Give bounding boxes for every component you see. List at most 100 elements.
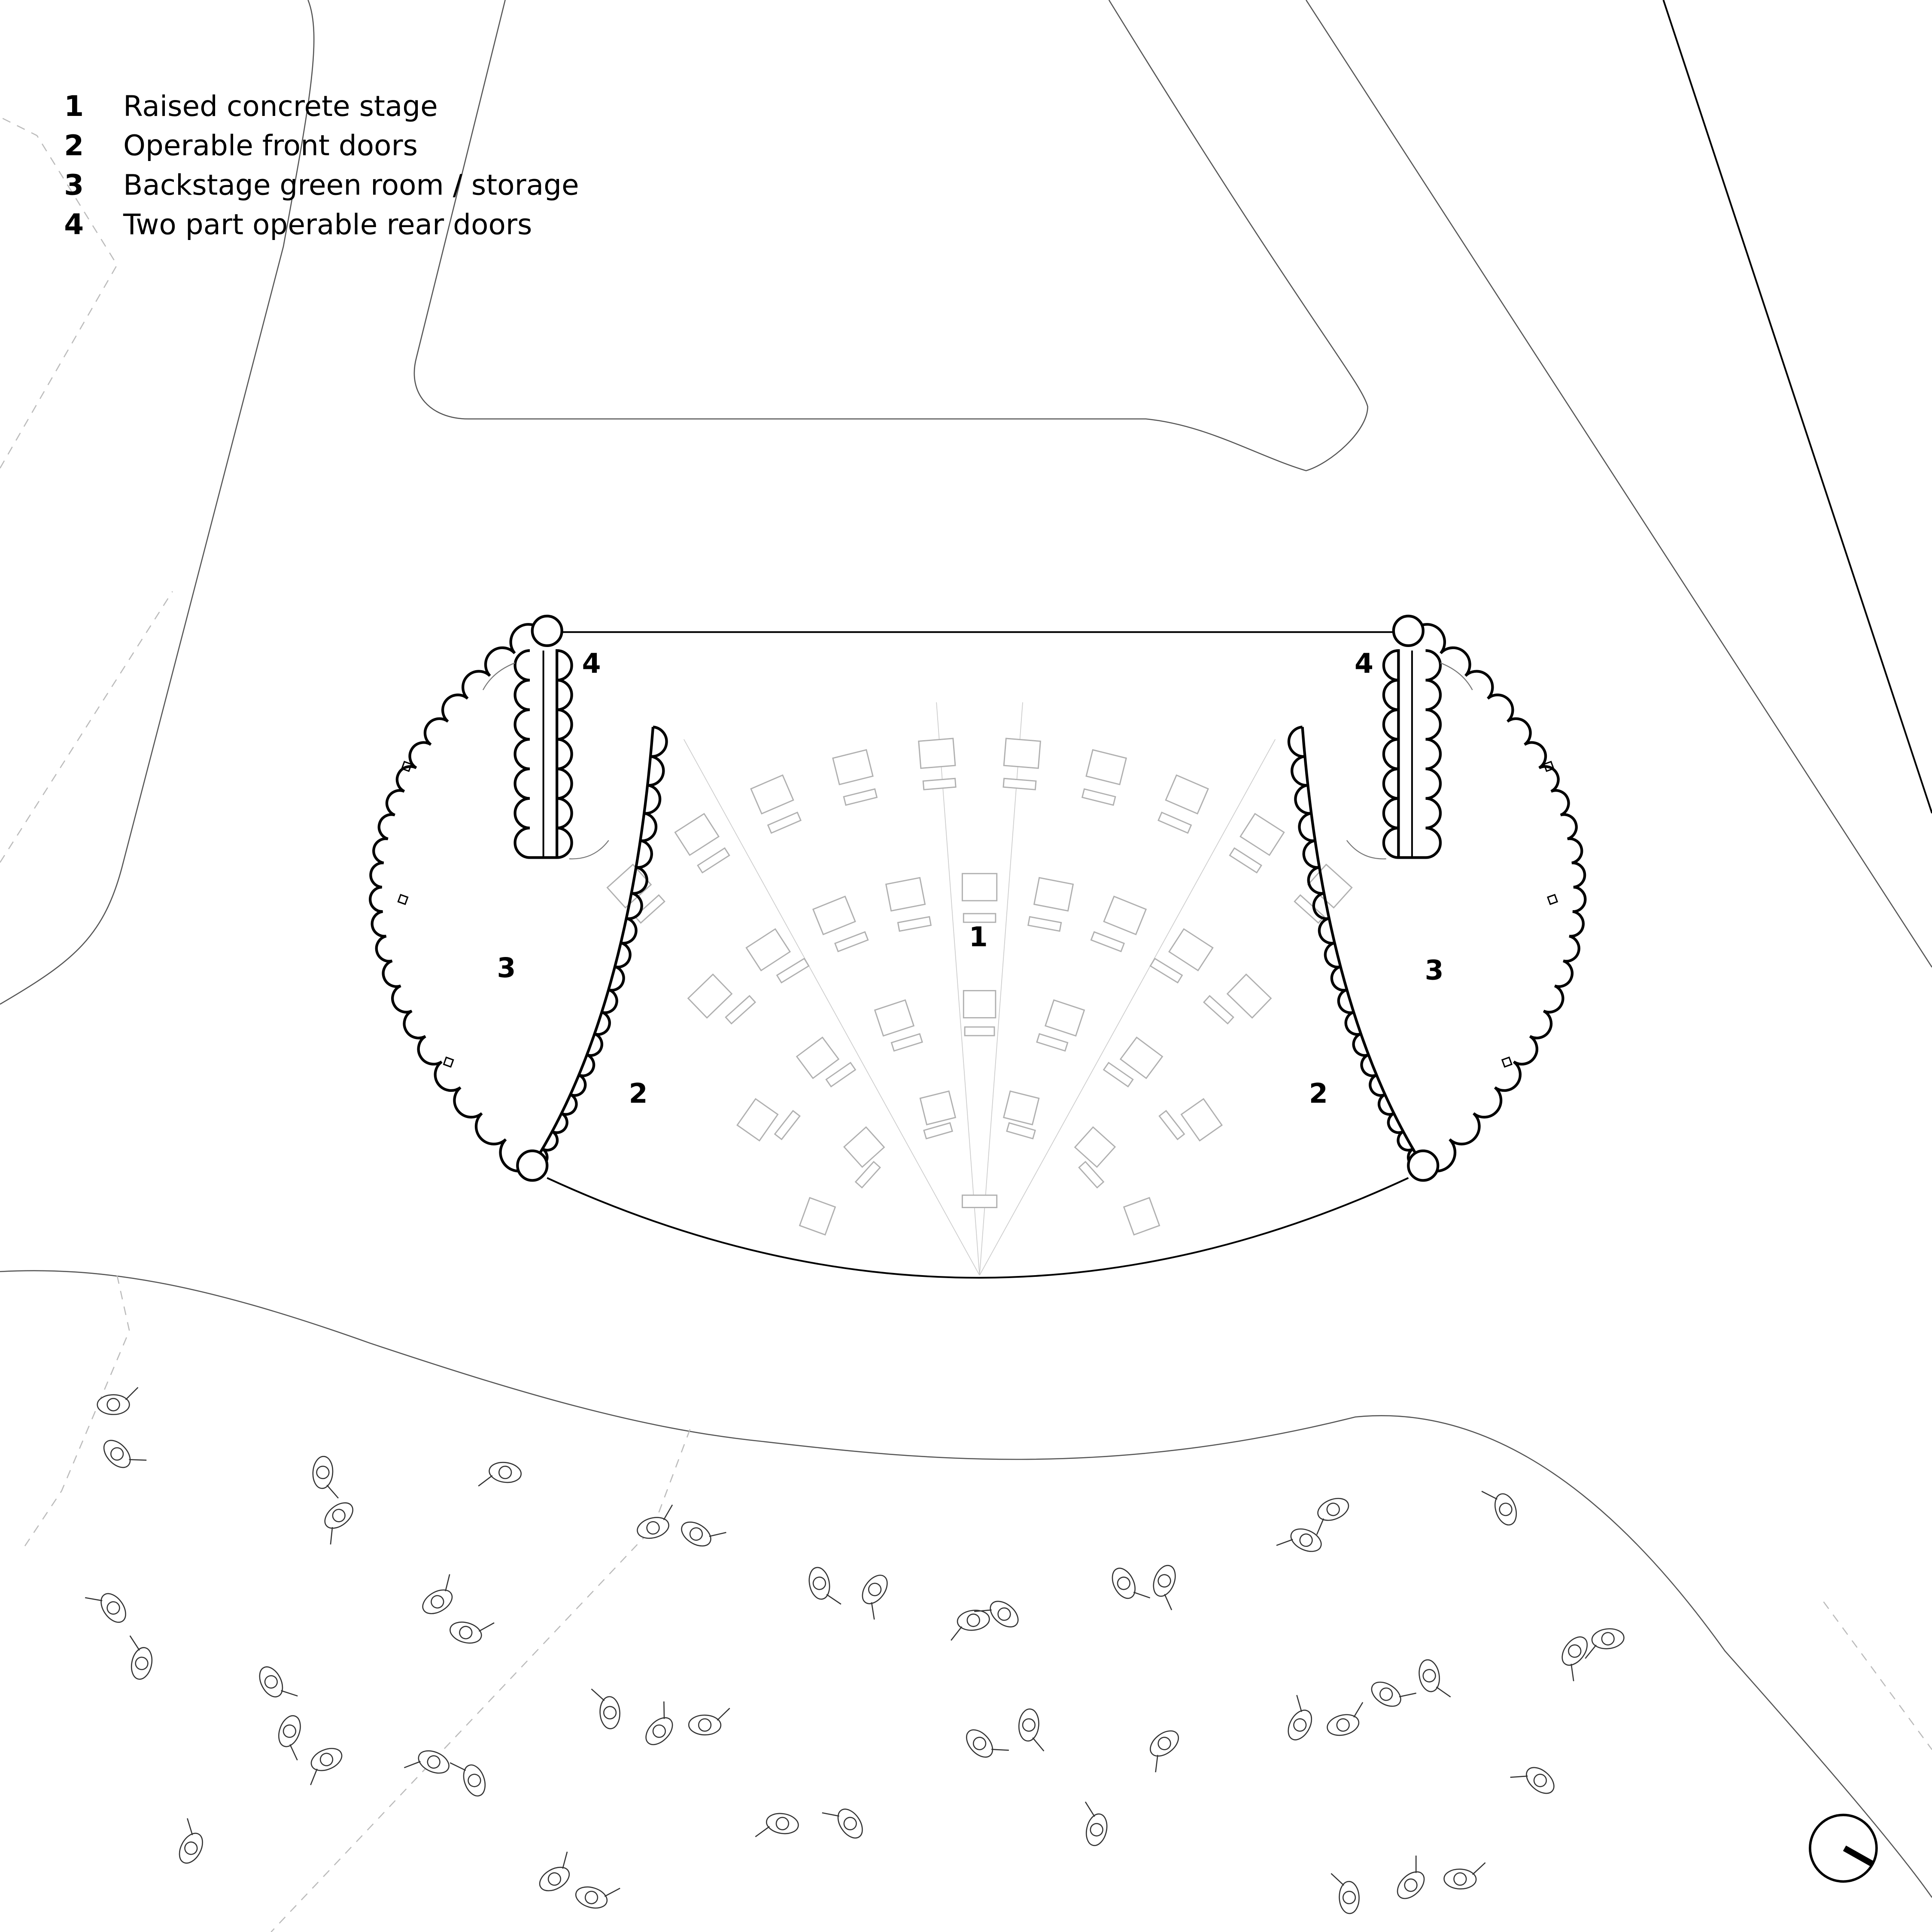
person-arm <box>755 1826 770 1838</box>
person-figure-icon <box>974 1601 1019 1628</box>
person-head <box>1533 1774 1547 1787</box>
person-head <box>1336 1718 1350 1732</box>
person-figure-icon <box>575 1886 620 1909</box>
person-arm <box>310 1768 318 1786</box>
person-head <box>316 1465 330 1479</box>
person-arm <box>1133 1592 1151 1599</box>
person-figure-icon <box>645 1701 673 1745</box>
person-arm <box>709 1532 726 1537</box>
seat <box>825 1062 857 1088</box>
person-figure-icon <box>404 1750 450 1774</box>
person-head <box>997 1607 1011 1621</box>
person-figure-icon <box>1481 1491 1517 1526</box>
light-fixture-icon <box>443 1056 454 1068</box>
person-arm <box>562 1851 568 1869</box>
person-figure-icon <box>1112 1567 1151 1599</box>
person-arm <box>1331 1873 1344 1886</box>
seat <box>1239 813 1285 856</box>
seat <box>736 1098 779 1142</box>
light-fixture-icon <box>1547 893 1558 905</box>
person-head <box>1117 1577 1130 1590</box>
seat <box>918 738 956 769</box>
person-figure-icon <box>259 1666 298 1698</box>
door-swing-arrow-icon <box>482 662 516 690</box>
door-swing-arrow-icon <box>1346 840 1386 860</box>
person-arm <box>281 1690 298 1697</box>
person-head <box>1499 1502 1513 1516</box>
person-arm <box>85 1597 103 1601</box>
hinge-posts <box>516 614 1440 1182</box>
person-arm <box>1571 1664 1574 1681</box>
person-head <box>1379 1687 1393 1701</box>
person-head <box>332 1509 346 1522</box>
legend-label: Two part operable rear doors <box>123 208 532 241</box>
sightline <box>683 702 1276 1276</box>
person-figure-icon <box>1316 1498 1349 1535</box>
label-rear-doors-right: 4 <box>1355 647 1373 679</box>
seat <box>1294 894 1325 924</box>
person-figure-icon <box>637 1504 673 1539</box>
person-head <box>603 1706 617 1719</box>
person-head <box>1293 1718 1307 1732</box>
seat <box>963 913 996 923</box>
person-arm <box>1155 1755 1158 1773</box>
site-boundary <box>1662 0 1932 814</box>
light-fixture-icon <box>1543 761 1555 772</box>
seat <box>834 931 869 952</box>
person-arm <box>129 1459 147 1461</box>
person-head <box>1326 1502 1340 1516</box>
person-figure-icon <box>1150 1730 1179 1773</box>
person-figure-icon <box>1327 1702 1364 1736</box>
person-arm <box>445 1574 450 1592</box>
person-head <box>1404 1878 1418 1892</box>
seat <box>745 928 791 972</box>
label-green-room-left: 3 <box>497 952 516 984</box>
seat <box>796 1036 840 1079</box>
seat <box>874 999 915 1037</box>
seat <box>1307 863 1353 909</box>
person-figure-icon <box>688 1707 730 1736</box>
seat <box>1149 957 1183 984</box>
person-head <box>1601 1632 1615 1646</box>
person-arm <box>1472 1862 1486 1875</box>
person-head <box>468 1774 481 1787</box>
person-arm <box>450 1762 466 1771</box>
seat <box>964 1026 995 1036</box>
front-door-track <box>531 726 655 1166</box>
person-head <box>843 1817 857 1831</box>
person-figure-icon <box>103 1440 147 1468</box>
seat <box>674 813 720 856</box>
person-figure-icon <box>951 1610 990 1641</box>
person-head <box>135 1656 149 1671</box>
person-arm <box>404 1761 421 1768</box>
person-figure-icon <box>755 1813 799 1838</box>
seat <box>1045 999 1085 1037</box>
person-arm <box>1510 1775 1528 1778</box>
seat <box>1103 1062 1134 1088</box>
person-arm <box>1032 1737 1045 1752</box>
seat <box>750 774 794 815</box>
seat <box>1123 1197 1160 1236</box>
person-head <box>184 1841 198 1855</box>
person-figure-icon <box>1288 1695 1312 1741</box>
person-arm <box>1585 1644 1597 1659</box>
road-edge-left <box>0 0 315 1005</box>
person-head <box>652 1724 666 1738</box>
person-arm <box>1296 1695 1302 1712</box>
person-figure-icon <box>862 1574 888 1620</box>
person-figure-icon <box>1018 1708 1045 1752</box>
seat <box>961 1194 998 1208</box>
light-fixture-icon <box>397 893 409 905</box>
person-figure-icon <box>1585 1628 1625 1659</box>
person-arm <box>1084 1801 1095 1817</box>
seat <box>774 1110 801 1140</box>
person-figure-icon <box>1397 1855 1425 1899</box>
person-arm <box>478 1622 495 1632</box>
person-head <box>1090 1823 1103 1837</box>
person-head <box>584 1891 598 1905</box>
seat <box>1168 928 1214 972</box>
person-figure-icon <box>1371 1681 1416 1707</box>
person-arm <box>604 1887 620 1897</box>
person-head <box>775 1817 790 1831</box>
